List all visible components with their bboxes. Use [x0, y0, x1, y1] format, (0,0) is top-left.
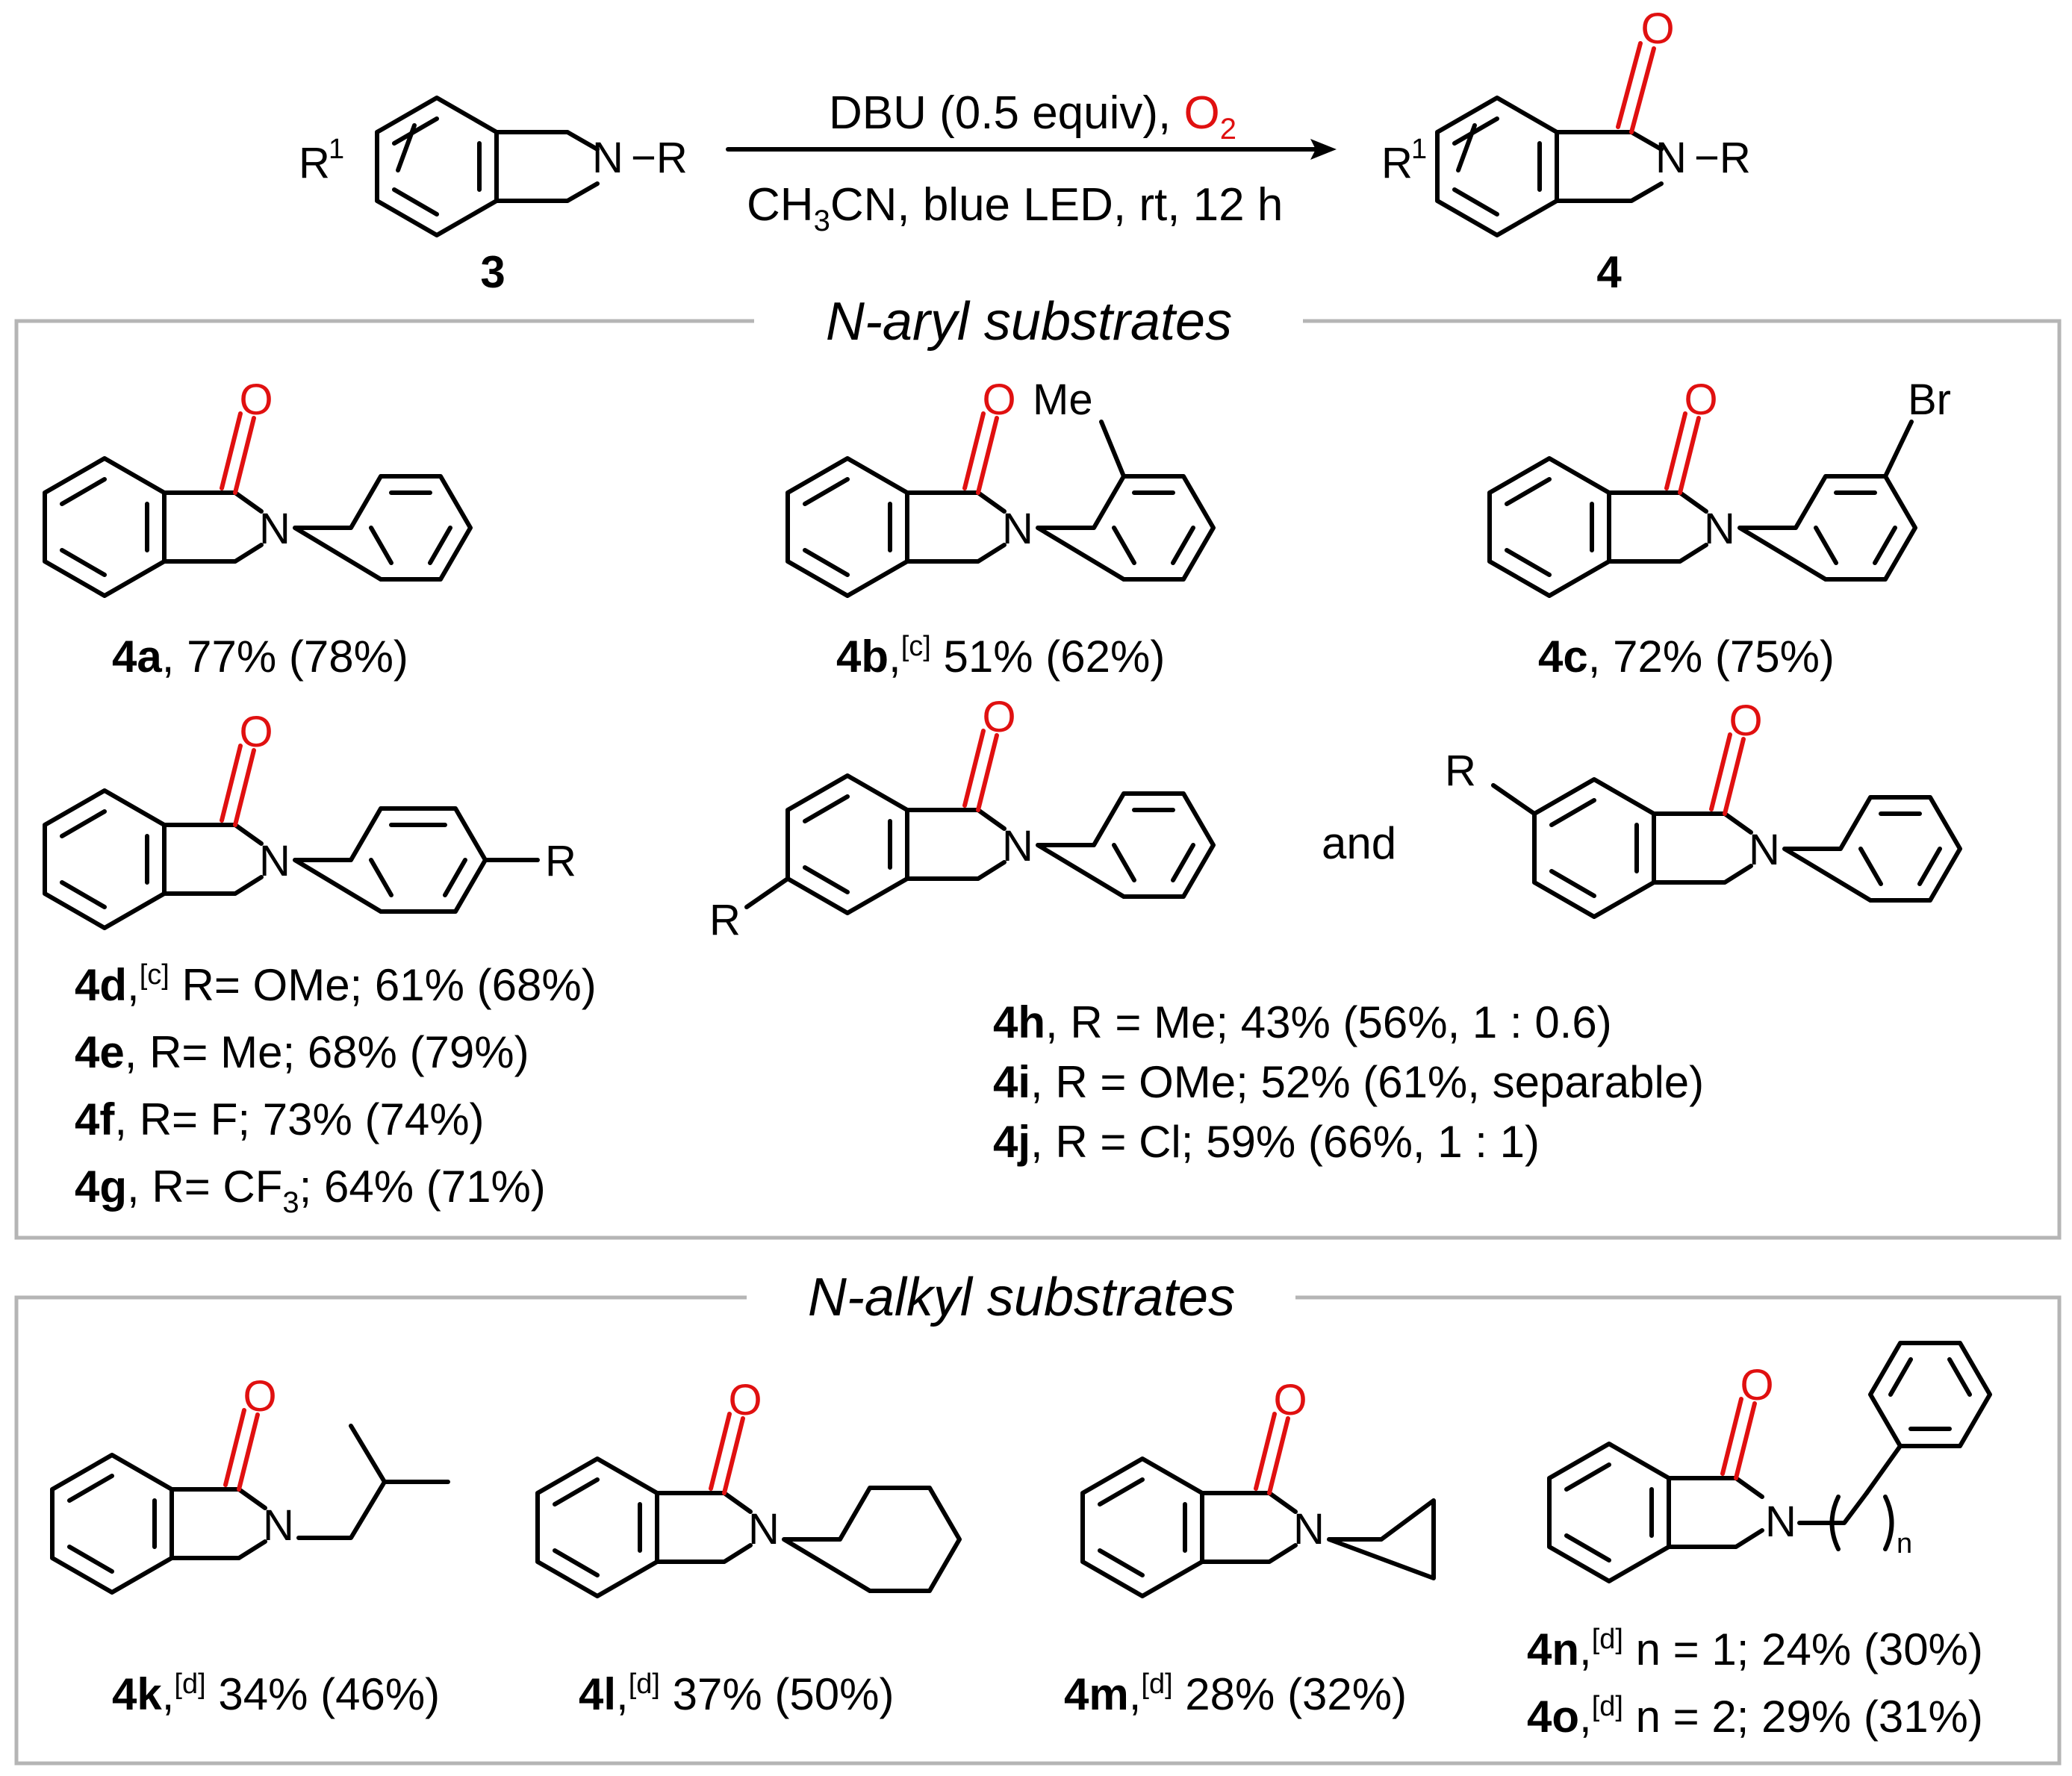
caption-4h: 4h, R = Me; 43% (56%, 1 : 0.6) [993, 997, 1612, 1047]
structure-4h-4j-6-substituted: O N R [1445, 697, 1962, 919]
structure-4c: O N Br [1487, 376, 1951, 598]
svg-text:−R: −R [631, 134, 688, 182]
isoindolinone-4: O N −R R 1 [1381, 4, 1751, 237]
svg-text:Me: Me [1033, 376, 1093, 424]
aryl-section-title: N-aryl substrates [826, 292, 1232, 352]
svg-text:O: O [982, 693, 1015, 741]
svg-text:N: N [1002, 822, 1033, 870]
svg-text:−R: −R [1694, 134, 1751, 182]
svg-text:R: R [709, 896, 741, 944]
and-connector: and [1322, 818, 1396, 868]
svg-text:N: N [1655, 134, 1687, 182]
caption-4o: 4o,[d] n = 2; 29% (31%) [1527, 1691, 1983, 1742]
svg-text:N: N [259, 505, 290, 553]
svg-text:N: N [592, 134, 623, 182]
caption-4g: 4g, R= CF3; 64% (71%) [75, 1162, 546, 1219]
structure-4h-4j-5-substituted: O N R [709, 693, 1216, 944]
svg-text:O: O [728, 1376, 762, 1424]
structure-4n-4o: O N n [1547, 1341, 1992, 1583]
caption-4l: 4l,[d] 37% (50%) [579, 1668, 894, 1719]
svg-text:N: N [1293, 1505, 1325, 1554]
structure-4a: O N [43, 376, 473, 598]
svg-text:N: N [1749, 826, 1780, 874]
structure-4b: O N Me [785, 376, 1216, 598]
svg-text:N: N [1704, 505, 1735, 553]
aryl-frame [14, 319, 2062, 1240]
caption-4k: 4k,[d] 34% (46%) [112, 1668, 440, 1719]
svg-text:R: R [1445, 747, 1476, 795]
svg-text:R: R [545, 837, 576, 885]
svg-text:O: O [1740, 1361, 1773, 1409]
caption-4b: 4b,[c] 51% (62%) [836, 631, 1165, 682]
caption-4m: 4m,[d] 28% (32%) [1064, 1668, 1407, 1719]
structure-4l: O N [535, 1376, 962, 1598]
svg-text:O: O [1684, 376, 1717, 424]
svg-text:O: O [239, 376, 273, 424]
svg-text:n: n [1897, 1528, 1912, 1560]
svg-text:O: O [982, 376, 1015, 424]
svg-text:N: N [1765, 1498, 1796, 1546]
caption-4e: 4e, R= Me; 68% (79%) [75, 1027, 529, 1077]
alkyl-section-title: N-alkyl substrates [808, 1268, 1235, 1327]
svg-text:1: 1 [1411, 134, 1427, 165]
svg-text:N: N [263, 1501, 294, 1550]
compound-label-4: 4 [1596, 247, 1622, 297]
alkyl-frame [14, 1295, 2062, 1766]
svg-text:O: O [1273, 1376, 1307, 1424]
structure-4k: O N [50, 1372, 450, 1595]
svg-text:1: 1 [329, 134, 344, 165]
structure-4d-4g: O N R [43, 708, 576, 930]
svg-text:Br: Br [1908, 376, 1951, 424]
svg-text:N: N [1002, 505, 1033, 553]
caption-4n: 4n,[d] n = 1; 24% (30%) [1527, 1624, 1983, 1674]
svg-text:O: O [239, 708, 273, 756]
isoindoline-3: N −R R 1 [299, 96, 688, 237]
svg-text:R: R [299, 139, 330, 187]
caption-4j: 4j, R = Cl; 59% (66%, 1 : 1) [993, 1117, 1540, 1167]
reaction-arrow [726, 139, 1337, 160]
svg-text:O: O [1729, 697, 1762, 745]
conditions-line: CH3CN, blue LED, rt, 12 h [747, 179, 1283, 237]
svg-text:O: O [1640, 4, 1674, 53]
structure-4m: O N [1080, 1376, 1436, 1598]
caption-4f: 4f, R= F; 73% (74%) [75, 1094, 485, 1144]
caption-4c: 4c, 72% (75%) [1538, 632, 1835, 682]
svg-text:N: N [748, 1505, 780, 1554]
caption-4i: 4i, R = OMe; 52% (61%, separable) [993, 1057, 1704, 1107]
svg-text:O: O [243, 1372, 276, 1421]
svg-text:R: R [1381, 139, 1413, 187]
caption-4d: 4d,[c] R= OMe; 61% (68%) [75, 959, 597, 1010]
compound-label-3: 3 [480, 247, 505, 297]
reagent-line: DBU (0.5 equiv), O2 [829, 87, 1236, 146]
svg-text:N: N [259, 837, 290, 885]
caption-4a: 4a, 77% (78%) [112, 632, 408, 682]
